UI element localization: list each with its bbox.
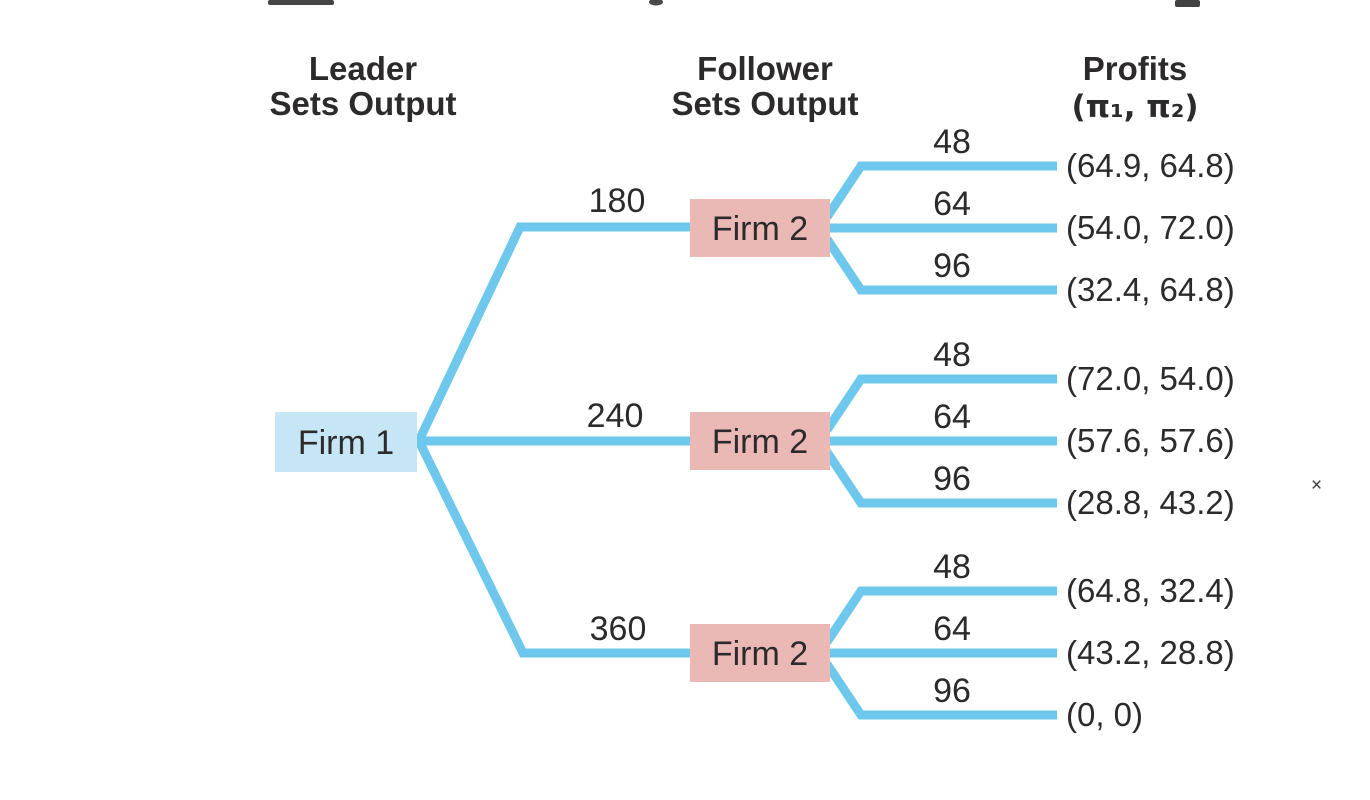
follower-branch-label-180-48: 48 (933, 123, 971, 161)
profits-column-header-sub: (π₁, π₂) (1071, 89, 1198, 125)
tree-branch-lines (410, 161, 1057, 720)
follower-node-label-2: Firm 2 (712, 423, 808, 461)
follower-branch-line-180-96 (823, 236, 1057, 295)
follower-branch-line-360-96 (823, 661, 1057, 720)
profit-labels: (64.9, 64.8) (54.0, 72.0) (32.4, 64.8) (… (1066, 147, 1235, 733)
follower-branch-label-360-96: 96 (933, 672, 971, 710)
profit-label-360-64: (43.2, 28.8) (1066, 634, 1235, 671)
tree-node-labels: Firm 1 Firm 2 Firm 2 Firm 2 (298, 210, 808, 673)
follower-branch-line-240-96 (823, 449, 1057, 508)
tree-node-boxes (275, 199, 830, 682)
follower-column-header-line2: Sets Output (672, 85, 859, 122)
profit-label-240-96: (28.8, 43.2) (1066, 484, 1235, 521)
follower-node-box-3 (690, 624, 830, 682)
leader-node-box (275, 412, 417, 472)
cropped-text-fragment (649, 0, 663, 6)
follower-branch-label-360-64: 64 (933, 610, 971, 648)
follower-branch-line-240-48 (823, 374, 1057, 433)
profit-label-240-48: (72.0, 54.0) (1066, 360, 1235, 397)
leader-branch-label-240: 240 (587, 397, 644, 435)
follower-node-box-1 (690, 199, 830, 257)
profits-column-header-line1: Profits (1083, 50, 1188, 87)
leader-branch-labels: 180 240 360 (587, 182, 647, 648)
leader-column-header-line1: Leader (309, 50, 417, 87)
leader-branch-label-360: 360 (590, 610, 647, 648)
profit-label-240-64: (57.6, 57.6) (1066, 422, 1235, 459)
follower-node-label-1: Firm 2 (712, 210, 808, 248)
profit-label-360-48: (64.8, 32.4) (1066, 572, 1235, 609)
profit-label-180-64: (54.0, 72.0) (1066, 209, 1235, 246)
profit-label-360-96: (0, 0) (1066, 696, 1143, 733)
profit-label-180-96: (32.4, 64.8) (1066, 271, 1235, 308)
leader-branch-line-360 (411, 433, 700, 658)
profit-label-180-48: (64.9, 64.8) (1066, 147, 1235, 184)
leader-column-header-line2: Sets Output (270, 85, 457, 122)
follower-branch-label-180-64: 64 (933, 185, 971, 223)
stray-ink-mark: × (1311, 475, 1322, 496)
follower-branch-label-240-64: 64 (933, 398, 971, 436)
cropped-title-remnant (268, 0, 1200, 7)
follower-node-box-2 (690, 412, 830, 470)
follower-branch-line-180-48 (823, 161, 1057, 220)
leader-branch-line-180 (411, 222, 700, 449)
leader-node-label: Firm 1 (298, 424, 394, 462)
column-headers: Leader Sets Output Follower Sets Output … (270, 50, 1199, 125)
cropped-text-fragment (1175, 0, 1200, 7)
follower-branch-label-360-48: 48 (933, 548, 971, 586)
follower-branch-label-240-48: 48 (933, 336, 971, 374)
follower-branch-labels: 48 64 96 48 64 96 48 64 96 (933, 123, 971, 710)
follower-branch-line-360-48 (823, 586, 1057, 645)
follower-branch-label-240-96: 96 (933, 460, 971, 498)
cropped-text-fragment (268, 0, 334, 5)
leader-branch-label-180: 180 (589, 182, 646, 220)
follower-branch-label-180-96: 96 (933, 247, 971, 285)
follower-column-header-line1: Follower (697, 50, 833, 87)
follower-node-label-3: Firm 2 (712, 635, 808, 673)
